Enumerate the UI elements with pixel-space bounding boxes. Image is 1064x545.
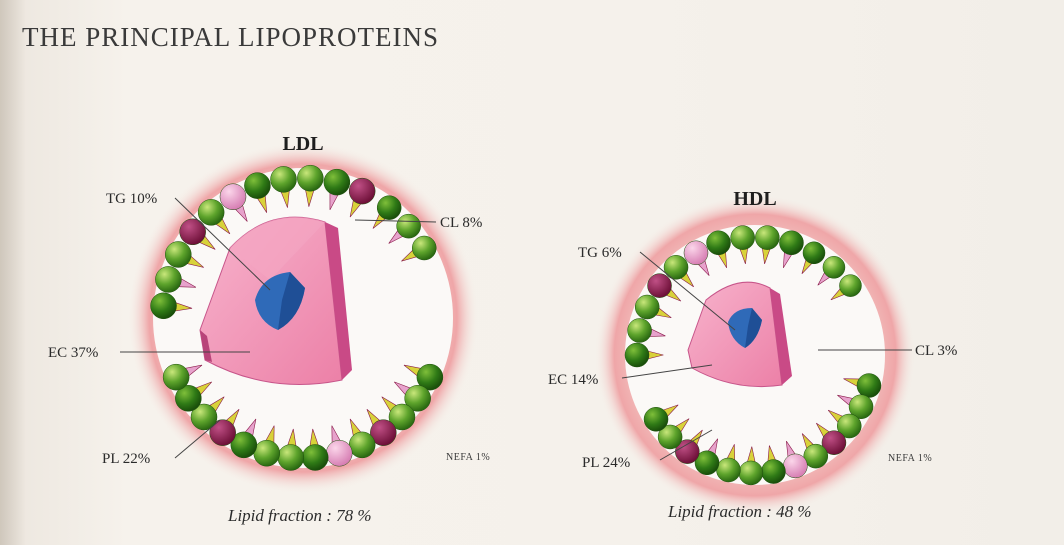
hdl-pl-head <box>739 461 763 485</box>
ldl-name: LDL <box>282 133 323 155</box>
hdl-pl-head <box>857 374 881 398</box>
ldl-pl-label: PL 22% <box>102 451 150 467</box>
hdl-pl-head <box>684 241 708 265</box>
hdl-tg-label: TG 6% <box>578 245 622 261</box>
ldl-particle: LDL TG 10% CL 8% EC 37% PL 22% NEFA 1% <box>48 133 490 493</box>
ldl-pl-head <box>302 444 328 470</box>
ldl-pl-head <box>326 440 352 466</box>
ldl-pl-head <box>165 241 191 267</box>
hdl-pl-head <box>803 242 825 264</box>
hdl-pl-head <box>839 275 861 297</box>
ldl-pl-head <box>220 184 246 210</box>
ldl-lipid-fraction: Lipid fraction : 78 % <box>228 506 372 526</box>
ldl-pl-head <box>377 196 401 220</box>
hdl-particle: HDL TG 6% CL 3% EC 14% PL 24% NEFA 1% <box>548 188 957 515</box>
ldl-tg-label: TG 10% <box>106 191 157 207</box>
ldl-pl-head <box>324 169 350 195</box>
hdl-pl-head <box>761 460 785 484</box>
hdl-name: HDL <box>733 188 776 210</box>
hdl-pl-head <box>731 226 755 250</box>
ldl-pl-head <box>412 236 436 260</box>
hdl-pl-head <box>707 231 731 255</box>
ldl-pl-head <box>244 173 270 199</box>
ldl-pl-head <box>151 293 177 319</box>
ldl-pl-head <box>278 444 304 470</box>
ldl-pl-head <box>297 165 323 191</box>
ldl-pl-head <box>198 199 224 225</box>
hdl-pl-head <box>625 343 649 367</box>
hdl-pl-label: PL 24% <box>582 455 630 471</box>
ldl-nefa-label: NEFA 1% <box>446 452 490 463</box>
ldl-pl-head <box>163 364 189 390</box>
ldl-cl-label: CL 8% <box>440 215 482 231</box>
hdl-pl-head <box>823 256 845 278</box>
hdl-pl-head <box>779 231 803 255</box>
hdl-pl-head <box>635 295 659 319</box>
hdl-pl-head <box>648 274 672 298</box>
hdl-pl-head <box>755 226 779 250</box>
hdl-cl-label: CL 3% <box>915 343 957 359</box>
hdl-pl-head <box>716 458 740 482</box>
hdl-lipid-fraction: Lipid fraction : 48 % <box>668 502 812 522</box>
hdl-pl-head <box>783 454 807 478</box>
hdl-pl-head <box>644 407 668 431</box>
hdl-pl-head <box>664 255 688 279</box>
ldl-pl-head <box>349 432 375 458</box>
ldl-pl-head <box>349 178 375 204</box>
ldl-pl-head <box>254 440 280 466</box>
hdl-ec-label: EC 14% <box>548 372 598 388</box>
ldl-ec-label: EC 37% <box>48 345 98 361</box>
ldl-pl-head <box>271 166 297 192</box>
hdl-pl-head <box>628 318 652 342</box>
ldl-pl-head <box>397 214 421 238</box>
hdl-nefa-label: NEFA 1% <box>888 453 932 464</box>
ldl-pl-head <box>155 266 181 292</box>
ldl-pl-head <box>180 219 206 245</box>
